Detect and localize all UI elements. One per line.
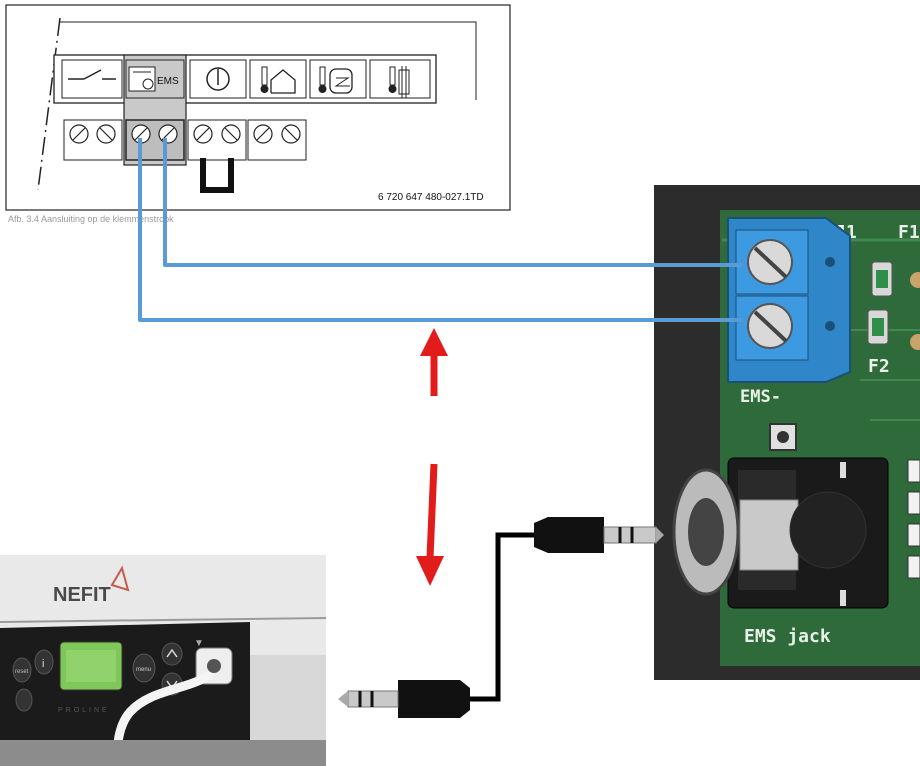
wire-ems-plus xyxy=(163,138,742,267)
up-button[interactable] xyxy=(161,642,183,666)
svg-text:menu: menu xyxy=(136,667,151,673)
boiler-photo: NEFIT reset i menu PROLINE ▼ xyxy=(0,555,327,766)
f1-label: F1 xyxy=(898,222,920,243)
part-number: 6 720 647 480-027.1TD xyxy=(378,192,484,203)
reset-button[interactable] xyxy=(12,657,32,683)
power-icon xyxy=(189,59,247,99)
f2-label: F2 xyxy=(868,356,890,377)
arrow-up xyxy=(420,328,448,396)
svg-text:i: i xyxy=(42,658,44,670)
diagram-caption: Afb. 3.4 Aansluiting op de klemmenstrook xyxy=(8,214,174,224)
room-thermostat-icon xyxy=(249,59,307,99)
jack-cable xyxy=(338,517,664,718)
info-button[interactable] xyxy=(34,649,54,675)
terminal-strip-diagram: EMS xyxy=(5,4,511,224)
pcb-board: J1 F1 F2 EMS- EMS jack xyxy=(654,185,920,680)
ems-jack-label: EMS jack xyxy=(744,626,831,647)
brand-logo: NEFIT xyxy=(53,584,111,606)
ems-timer-icon: EMS xyxy=(125,59,185,99)
svg-text:reset: reset xyxy=(15,669,29,675)
menu-button[interactable] xyxy=(132,653,156,683)
flame-logo-icon xyxy=(110,565,130,592)
ems-label: EMS xyxy=(157,76,179,87)
blue-terminal-block xyxy=(727,217,851,383)
panel-model-text: PROLINE xyxy=(58,707,110,714)
arrow-down xyxy=(416,463,444,586)
outdoor-sensor-icon xyxy=(369,59,431,99)
screw-terminals xyxy=(63,119,307,193)
plug-upper xyxy=(534,517,664,553)
control-panel: reset i menu PROLINE ▼ xyxy=(0,622,250,740)
ems-wires xyxy=(138,138,742,322)
boiler-thermostat-icon xyxy=(309,59,367,99)
ems-jack-socket xyxy=(672,457,889,609)
svg-text:▼: ▼ xyxy=(194,638,204,649)
chimney-button[interactable] xyxy=(15,688,33,712)
ems-minus-label: EMS- xyxy=(740,387,781,407)
signal-arrows xyxy=(416,328,448,586)
switch-icon xyxy=(61,59,123,99)
plug-lower xyxy=(338,680,470,718)
wire-ems-minus xyxy=(138,138,742,322)
